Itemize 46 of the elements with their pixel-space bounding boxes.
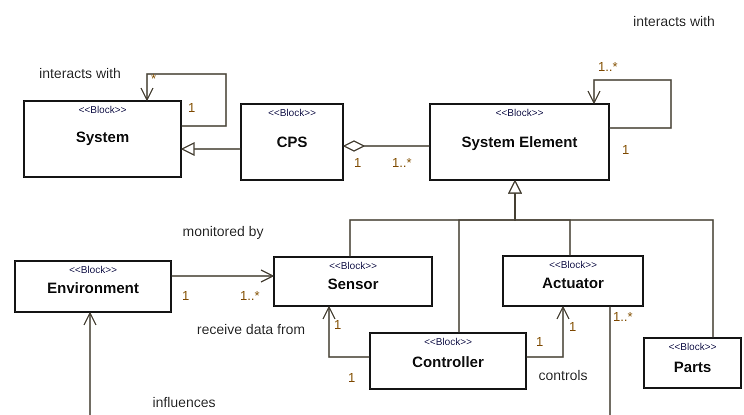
stereotype-label: <<Block>> <box>69 265 117 277</box>
association-arrow <box>140 73 227 127</box>
block-box <box>273 256 433 307</box>
multiplicity-label: 1..* <box>240 289 260 303</box>
multiplicity-label: 1..* <box>613 310 633 324</box>
association-arrow <box>587 79 672 129</box>
block-name: Parts <box>674 359 712 377</box>
multiplicity-label: 1 <box>622 143 630 157</box>
block-name: Controller <box>412 354 484 372</box>
multiplicity-label: 1 <box>348 371 356 385</box>
block-name: Environment <box>47 280 139 298</box>
block-box <box>369 332 527 390</box>
stereotype-label: <<Block>> <box>668 342 716 354</box>
multiplicity-label: 1 <box>188 101 196 115</box>
block-box <box>502 255 644 307</box>
block-box <box>643 337 742 389</box>
stereotype-label: <<Block>> <box>268 108 316 120</box>
association-arrow <box>172 269 274 283</box>
association-arrow <box>83 307 611 415</box>
multiplicity-label: 1 <box>569 320 576 334</box>
generalization-arrow <box>181 142 240 156</box>
aggregation-line <box>343 140 429 152</box>
multiplicity-label: 1 <box>536 335 544 349</box>
stereotype-label: <<Block>> <box>78 105 126 117</box>
association-arrow <box>322 306 369 358</box>
stereotype-label: <<Block>> <box>424 337 472 349</box>
block-name: Sensor <box>328 276 378 294</box>
stereotype-label: <<Block>> <box>496 108 544 120</box>
stereotype-label: <<Block>> <box>329 261 377 273</box>
block-box <box>14 260 172 313</box>
multiplicity-label: 1..* <box>598 60 618 74</box>
generalization-arrow <box>508 180 714 337</box>
stereotype-label: <<Block>> <box>549 260 597 272</box>
multiplicity-label: 1..* <box>392 156 412 170</box>
multiplicity-label: * <box>151 72 156 86</box>
block-box <box>240 103 344 181</box>
block-box <box>23 100 182 178</box>
block-name: System <box>76 129 130 147</box>
block-box <box>429 103 610 181</box>
multiplicity-label: 1 <box>334 318 342 332</box>
block-name: System Element <box>462 134 578 152</box>
association-arrow <box>527 306 570 358</box>
multiplicity-label: 1 <box>182 289 190 303</box>
block-name: Actuator <box>542 275 604 293</box>
block-name: CPS <box>276 134 308 152</box>
multiplicity-label: 1 <box>354 156 362 170</box>
